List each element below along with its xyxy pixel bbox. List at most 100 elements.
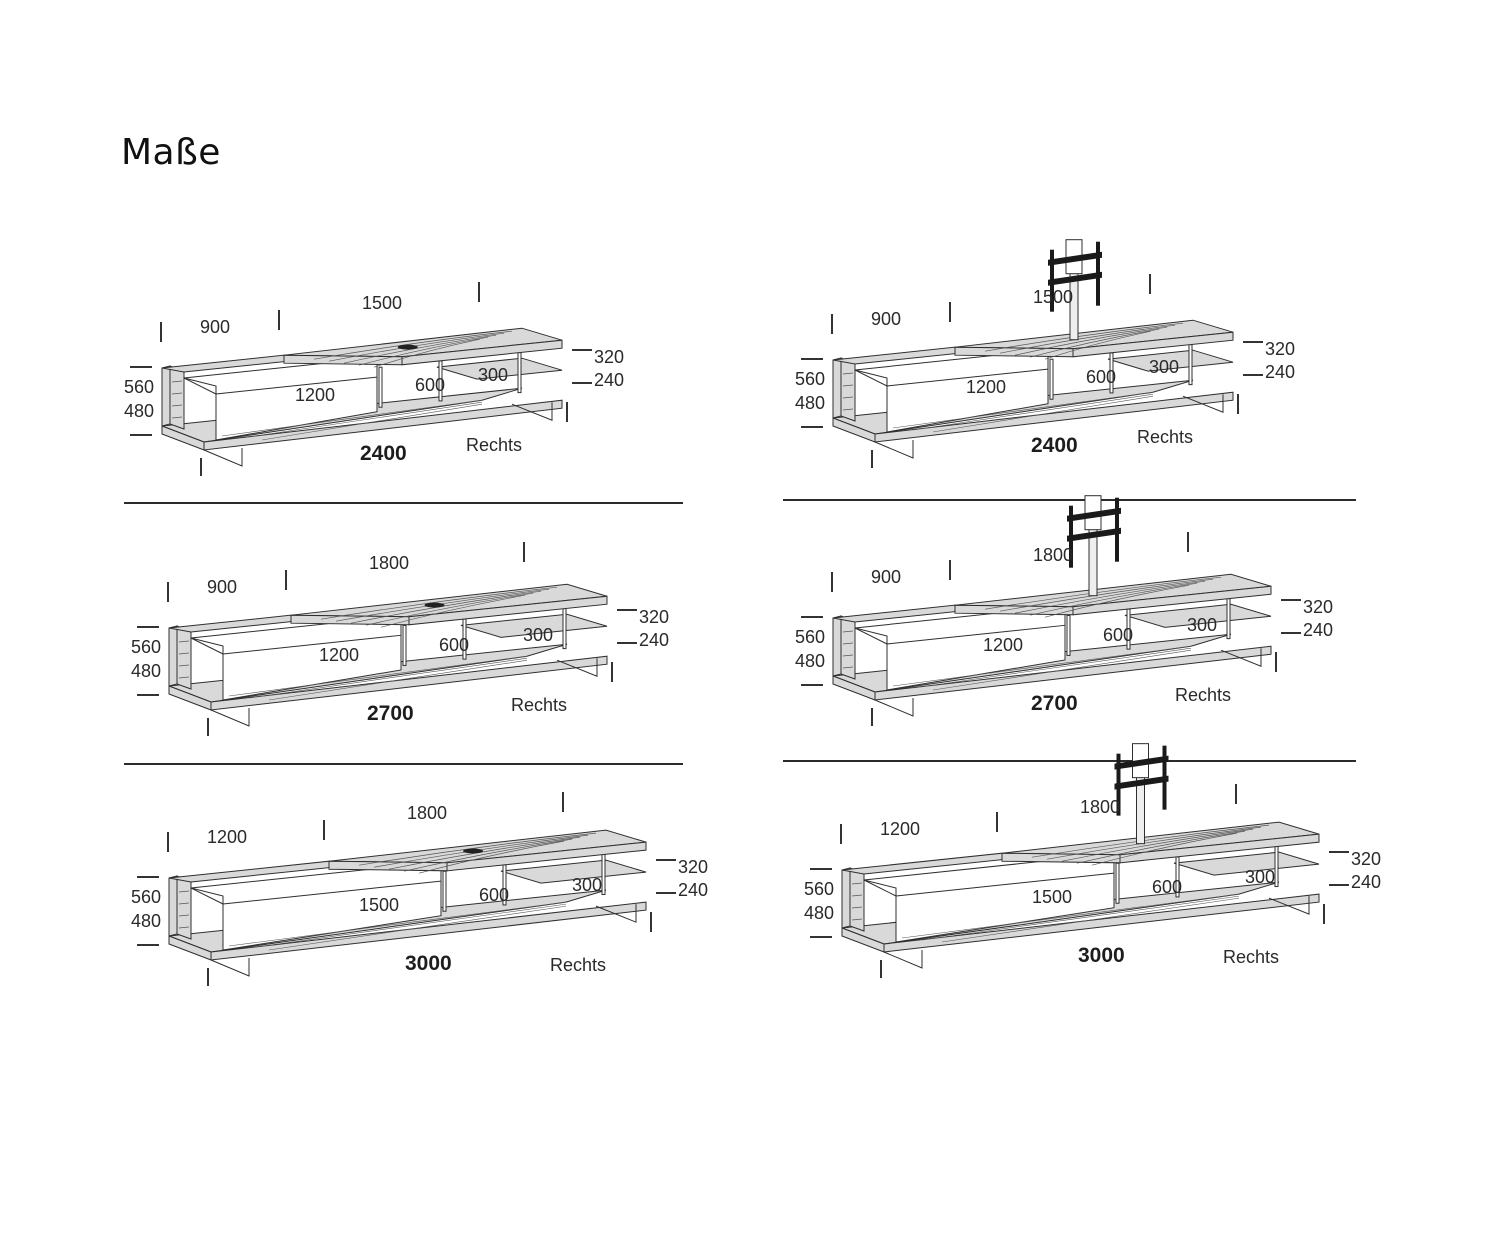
dimension-tick (650, 912, 652, 932)
dimension-tick (871, 450, 873, 468)
shelf-drawing (841, 743, 1320, 969)
dimension-tick (562, 792, 564, 812)
height-inner-label: 480 (131, 911, 162, 931)
dimension-tick (137, 944, 159, 946)
shelf-drawing (832, 495, 1272, 717)
tv-mount-icon (1114, 743, 1169, 845)
dimension-tick (137, 626, 159, 628)
dimension-tick (1323, 904, 1325, 924)
dimension-tick (207, 968, 209, 986)
dimension-tick (1275, 652, 1277, 672)
dimension-tick (207, 718, 209, 736)
dimension-tick (572, 349, 592, 351)
box-width-label: 1200 (319, 645, 360, 665)
dimension-tick (285, 570, 287, 590)
total-width-label: 2700 (1031, 692, 1078, 715)
height-shelf-label: 240 (594, 370, 625, 390)
left-module-width-label: 900 (207, 577, 238, 597)
tv-mount-icon (1048, 239, 1102, 341)
height-shelf-label: 240 (1303, 620, 1334, 640)
height-top-label: 320 (678, 857, 709, 877)
shelf-depth-label: 300 (1149, 357, 1180, 377)
dimension-tick (137, 694, 159, 696)
dimension-tick (523, 542, 525, 562)
dimension-tick (840, 824, 842, 844)
dimension-tick (137, 876, 159, 878)
dimension-tick (810, 936, 832, 938)
shelf-depth-label: 300 (478, 365, 509, 385)
dimension-tick (572, 382, 592, 384)
page-title: Maße (121, 132, 221, 174)
dimension-tick (1281, 599, 1301, 601)
dimension-tick (617, 642, 637, 644)
height-shelf-label: 240 (1265, 362, 1296, 382)
dimension-tick (167, 832, 169, 852)
height-outer-label: 560 (795, 627, 826, 647)
left-module-width-label: 1200 (207, 827, 248, 847)
dimension-tick (1243, 374, 1263, 376)
dimension-tick (1329, 851, 1349, 853)
shelf-drawing (168, 829, 647, 977)
left-module-width-label: 900 (871, 309, 902, 329)
divider-left-1 (124, 502, 683, 504)
shelf-width-label: 600 (1103, 625, 1134, 645)
shelf-width-label: 600 (479, 885, 510, 905)
dimension-tick (130, 434, 152, 436)
total-width-label: 3000 (1078, 944, 1125, 967)
height-shelf-label: 240 (678, 880, 709, 900)
dimension-tick (1149, 274, 1151, 294)
shelf-width-label: 600 (1152, 877, 1183, 897)
height-top-label: 320 (1303, 597, 1334, 617)
total-width-label: 2700 (367, 702, 414, 725)
shelf-width-label: 600 (1086, 367, 1117, 387)
dimension-tick (801, 358, 823, 360)
dimension-tick (1235, 784, 1237, 804)
dimension-tick (656, 892, 676, 894)
dimension-tick (1281, 632, 1301, 634)
dimension-tick (996, 812, 998, 832)
dimension-tick (871, 708, 873, 726)
height-top-label: 320 (1351, 849, 1382, 869)
height-outer-label: 560 (131, 637, 162, 657)
height-inner-label: 480 (124, 401, 155, 421)
orientation-label: Rechts (466, 435, 523, 455)
right-module-width-label: 1800 (407, 803, 448, 823)
box-width-label: 1200 (966, 377, 1007, 397)
shelf-depth-label: 300 (572, 875, 603, 895)
height-inner-label: 480 (795, 651, 826, 671)
dimension-tick (566, 402, 568, 422)
shelf-drawing (832, 239, 1234, 459)
dimension-tick (656, 859, 676, 861)
box-width-label: 1500 (1032, 887, 1073, 907)
dimension-tick (160, 322, 162, 342)
box-width-label: 1500 (359, 895, 400, 915)
height-inner-label: 480 (804, 903, 835, 923)
height-outer-label: 560 (795, 369, 826, 389)
box-width-label: 1200 (295, 385, 336, 405)
dimension-tick (323, 820, 325, 840)
shelf-drawing (161, 327, 563, 467)
dimension-tick (949, 560, 951, 580)
orientation-label: Rechts (1223, 947, 1280, 967)
height-outer-label: 560 (131, 887, 162, 907)
dimension-tick (611, 662, 613, 682)
tv-mount-icon (1067, 495, 1121, 597)
left-module-width-label: 1200 (880, 819, 921, 839)
height-shelf-label: 240 (1351, 872, 1382, 892)
dimension-tick (1329, 884, 1349, 886)
divider-left-2 (124, 763, 683, 765)
dimension-tick (1237, 394, 1239, 414)
height-top-label: 320 (594, 347, 625, 367)
divider-right-1 (783, 499, 1356, 501)
cable-port-icon (424, 602, 445, 608)
height-top-label: 320 (1265, 339, 1296, 359)
dimension-tick (801, 684, 823, 686)
dimension-tick (167, 582, 169, 602)
divider-right-2 (783, 760, 1356, 762)
right-module-width-label: 1500 (1033, 287, 1074, 307)
